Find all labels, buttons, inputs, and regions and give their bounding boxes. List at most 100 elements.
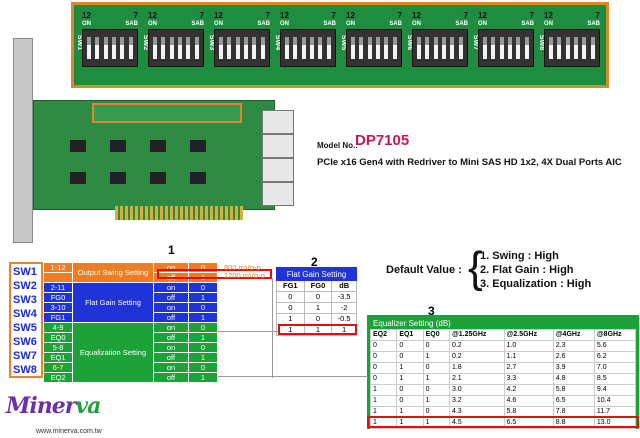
- cell: 9.4: [593, 384, 637, 396]
- cell: 2.6: [552, 351, 595, 363]
- pin-number: 12: [148, 11, 157, 20]
- pin-cell: 1-12: [43, 262, 73, 273]
- on-label: ON: [346, 21, 355, 27]
- cell: 0: [422, 384, 450, 396]
- redriver-chip: [150, 140, 166, 152]
- switch-body: [412, 29, 468, 67]
- state-cell: off: [153, 352, 189, 363]
- cell: 0: [422, 340, 450, 352]
- switch-label: SW8: [13, 364, 37, 376]
- cell: 5.6: [593, 340, 637, 352]
- state-cell: on: [153, 302, 189, 313]
- switch-body: [280, 29, 336, 67]
- connector-line: [272, 278, 273, 378]
- sab-label: SAB: [521, 21, 534, 27]
- col-header: @1.25GHz: [448, 329, 505, 341]
- switch-body: [346, 29, 402, 67]
- cell: 1: [303, 302, 333, 314]
- mini-sas-port: [262, 134, 294, 158]
- value-cell: 1: [188, 372, 218, 383]
- cell: -2: [331, 302, 357, 314]
- col-header: EQ2: [369, 329, 398, 341]
- pin-cell: FG1: [43, 312, 73, 323]
- col-header: @8GHz: [593, 329, 637, 341]
- redriver-chip: [110, 140, 126, 152]
- pin-number: 7: [529, 11, 534, 20]
- cell: 4.8: [552, 373, 595, 385]
- state-cell: on: [153, 282, 189, 293]
- cell: 2.7: [503, 362, 554, 374]
- cell: 2.3: [552, 340, 595, 352]
- value-cell: 0: [188, 322, 218, 333]
- sab-label: SAB: [587, 21, 600, 27]
- cell: 0: [369, 340, 398, 352]
- cell: 1: [422, 351, 450, 363]
- sab-label: SAB: [191, 21, 204, 27]
- cell: 0: [369, 351, 398, 363]
- cell: 3.0: [448, 384, 505, 396]
- cell: 1.0: [503, 340, 554, 352]
- switch-label: SW1: [13, 266, 37, 278]
- cell: 1: [369, 384, 398, 396]
- mini-sas-port: [262, 110, 294, 134]
- pin-number: 7: [397, 11, 402, 20]
- redriver-chip: [70, 140, 86, 152]
- pcie-gold-fingers: [115, 206, 243, 220]
- pin-cell: [43, 272, 73, 283]
- redriver-chip: [150, 172, 166, 184]
- cell: 0.2: [448, 340, 505, 352]
- value-cell: 1: [188, 292, 218, 303]
- cell: 0: [422, 362, 450, 374]
- cell: 4.6: [503, 395, 554, 407]
- equalization-label: Equalization Setting: [72, 322, 154, 383]
- pin-number: 7: [595, 11, 600, 20]
- value-cell: 0: [188, 342, 218, 353]
- pin-number: 12: [478, 11, 487, 20]
- pin-number: 7: [265, 11, 270, 20]
- output-swing-label: Output Swing Setting: [72, 262, 154, 283]
- cell: 6.2: [593, 351, 637, 363]
- cell: 2.1: [448, 373, 505, 385]
- highlight-default-equalizer: [367, 416, 639, 428]
- swing-800-label: 800 mVp-p: [224, 263, 261, 272]
- switch-body: [478, 29, 534, 67]
- cell: 3.2: [448, 395, 505, 407]
- sab-label: SAB: [455, 21, 468, 27]
- cell: 0.2: [448, 351, 505, 363]
- default-swing: 1. Swing : High: [480, 250, 559, 262]
- state-cell: off: [153, 372, 189, 383]
- redriver-chip: [70, 172, 86, 184]
- sab-label: SAB: [323, 21, 336, 27]
- minerva-logo: Minerva: [6, 393, 101, 419]
- cell: 0: [303, 291, 333, 303]
- model-description: PCIe x16 Gen4 with Redriver to Mini SAS …: [317, 157, 622, 168]
- model-number: DP7105: [355, 132, 410, 149]
- default-flat-gain: 2. Flat Gain : High: [480, 264, 574, 276]
- cell: 1: [369, 395, 398, 407]
- cell: 4.2: [503, 384, 554, 396]
- pin-number: 12: [214, 11, 223, 20]
- highlight-default-flat-gain: [278, 324, 357, 335]
- cell: 1.8: [448, 362, 505, 374]
- on-label: ON: [280, 21, 289, 27]
- switch-label: SW3: [13, 294, 37, 306]
- on-label: ON: [412, 21, 421, 27]
- pin-cell: 4-9: [43, 322, 73, 333]
- table2-number: 2: [311, 255, 318, 269]
- col-header: FG1: [276, 280, 305, 292]
- pin-cell: EQ1: [43, 352, 73, 363]
- cell: 1: [422, 395, 450, 407]
- col-header: @4GHz: [552, 329, 595, 341]
- state-cell: off: [153, 312, 189, 323]
- col-header: FG0: [303, 280, 333, 292]
- switch-label: SW5: [13, 322, 37, 334]
- state-cell: on: [153, 362, 189, 373]
